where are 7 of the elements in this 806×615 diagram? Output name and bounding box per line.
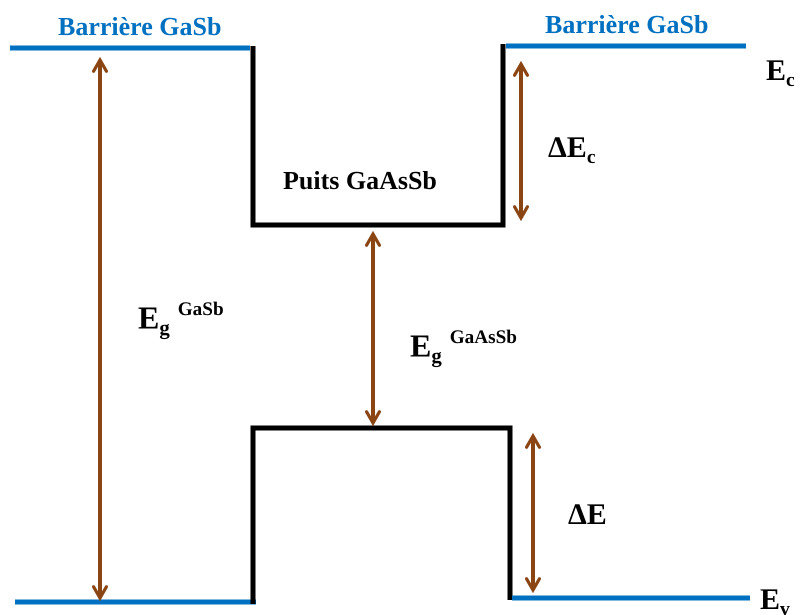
- energy-offset-label: ΔE: [568, 500, 607, 530]
- barrier-label: Barrière GaSb: [545, 12, 708, 38]
- energy-offset-label: ΔE$_{c}$: [548, 133, 596, 168]
- band-label: E$_{v}$: [760, 585, 790, 615]
- band-label: E$_{c}$: [766, 56, 795, 90]
- well-label: Puits GaAsSb: [283, 168, 437, 194]
- barrier-label: Barrière GaSb: [58, 14, 222, 40]
